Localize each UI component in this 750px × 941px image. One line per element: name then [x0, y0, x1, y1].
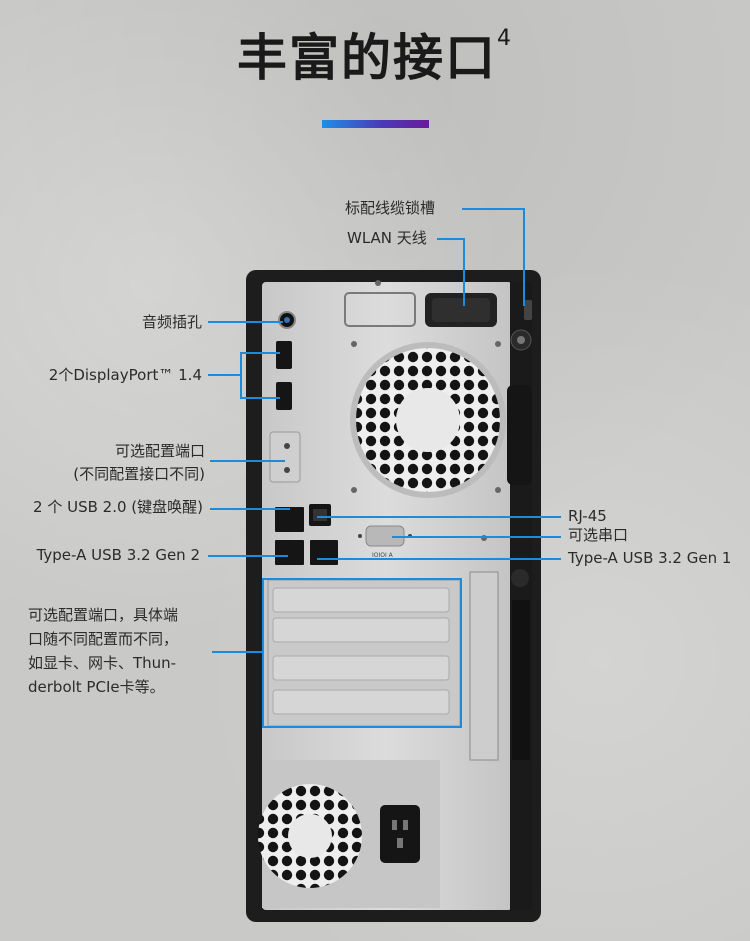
label-expansion-line: derbolt PCIe卡等。 [28, 678, 165, 696]
usb2-port-2 [288, 507, 304, 532]
usb2-port-1 [275, 507, 291, 532]
label-audio-jack: 音频插孔 [141, 313, 202, 331]
label-expansion-line: 口随不同配置而不同， [28, 630, 179, 648]
label-displayport: 2个DisplayPort™ 1.4 [48, 366, 202, 384]
title-accent-bar [322, 120, 429, 128]
label-wlan-antenna: WLAN 天线 [347, 229, 427, 247]
cable-lock-slot [524, 300, 532, 320]
usb32-gen2-port-2 [288, 540, 304, 565]
label-expansion: 可选配置端口，具体端 口随不同配置而不同， 如显卡、网卡、Thun- derbo… [28, 603, 210, 699]
label-usb32-gen1: Type-A USB 3.2 Gen 1 [568, 549, 732, 567]
serial-label: IOIOI A [372, 552, 394, 559]
label-optional-port-1: 可选配置端口 [114, 442, 205, 460]
page-title: 丰富的接口4 [0, 18, 750, 90]
label-rj45: RJ-45 [568, 507, 607, 525]
label-usb2: 2 个 USB 2.0 (键盘唤醒) [33, 498, 203, 516]
label-expansion-line: 如显卡、网卡、Thun- [28, 654, 177, 672]
usb32-gen1-port-2 [322, 540, 338, 565]
label-serial: 可选串口 [568, 526, 629, 544]
title-text: 丰富的接口 [237, 29, 497, 87]
label-expansion-line: 可选配置端口，具体端 [28, 606, 179, 624]
displayport-2 [276, 382, 292, 410]
usb32-gen2-port-1 [275, 540, 291, 565]
expansion-slots [267, 579, 461, 727]
displayport-1 [276, 341, 292, 369]
label-optional-port-2: (不同配置接口不同) [73, 465, 205, 483]
title-footnote: 4 [497, 26, 513, 51]
power-supply [258, 760, 440, 908]
label-usb32-gen2: Type-A USB 3.2 Gen 2 [36, 546, 200, 564]
label-cable-lock-slot: 标配线缆锁槽 [345, 199, 436, 217]
power-socket [380, 805, 420, 863]
